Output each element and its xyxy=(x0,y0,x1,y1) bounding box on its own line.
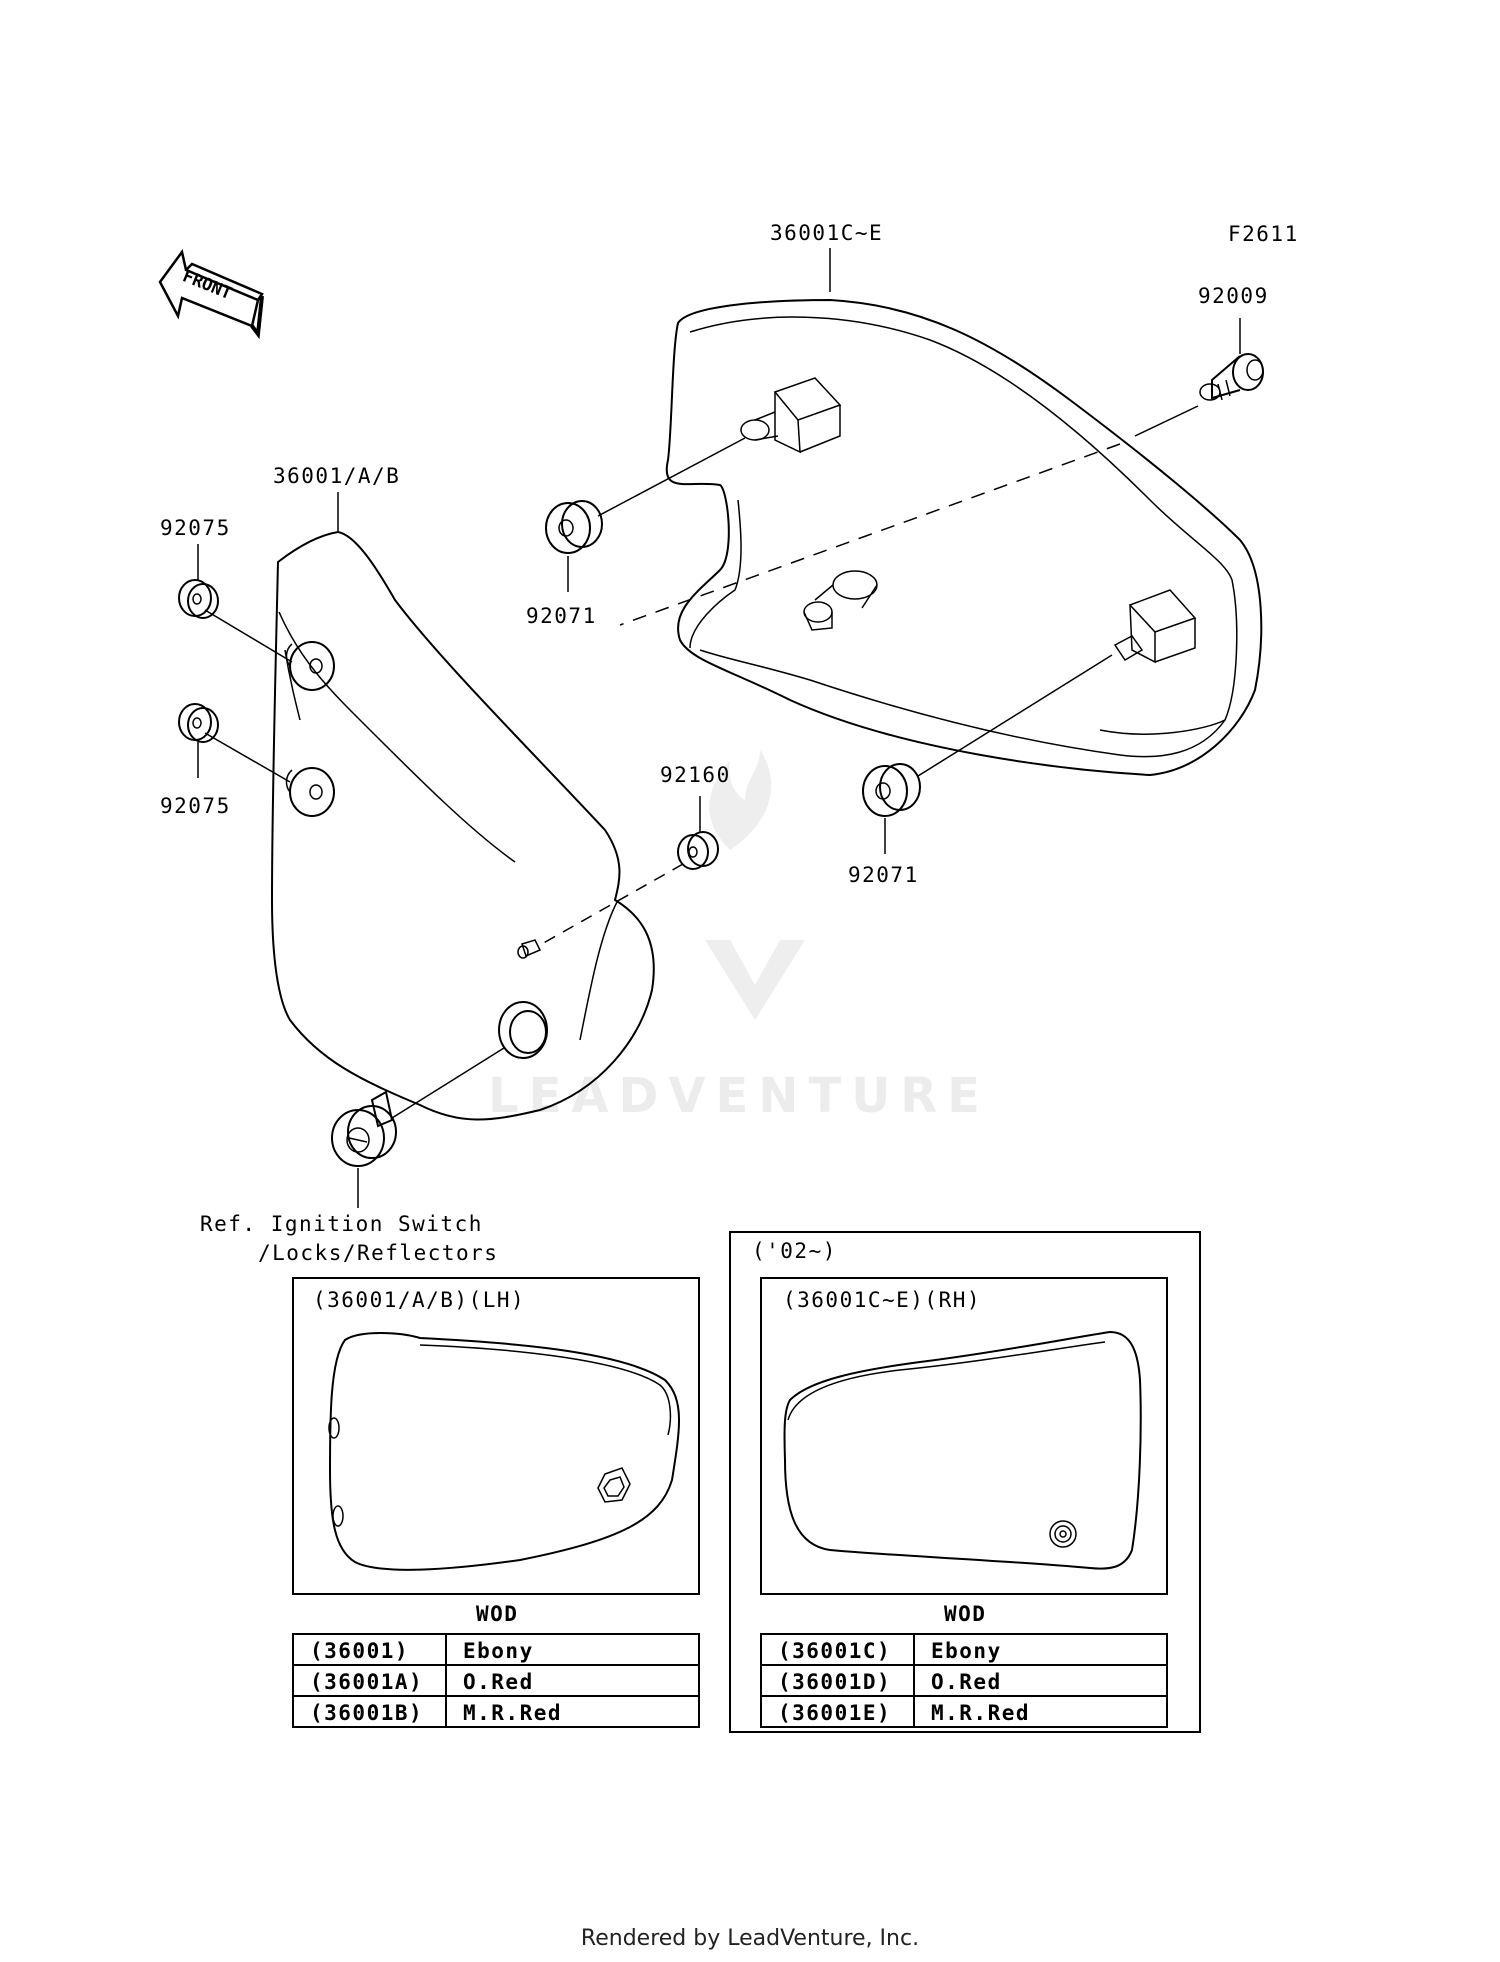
callout-92160: 92160 xyxy=(660,763,731,787)
rh-row-color: M.R.Red xyxy=(931,1701,1030,1725)
callout-92075-bottom: 92075 xyxy=(160,794,231,818)
rh-cover-outline xyxy=(783,1330,1142,1570)
bolt-92009 xyxy=(1199,353,1264,401)
lh-row-code: (36001A) xyxy=(310,1670,423,1694)
callout-92075-top: 92075 xyxy=(160,516,231,540)
lh-row-code: (36001B) xyxy=(310,1701,423,1725)
lh-view-box xyxy=(292,1277,700,1595)
grommet-92071-lower xyxy=(862,763,921,817)
leader-grommet-upper xyxy=(597,437,746,517)
grommet-92075-bottom xyxy=(178,703,219,743)
callout-92071-upper: 92071 xyxy=(526,604,597,628)
lh-row-code: (36001) xyxy=(310,1639,409,1663)
watermark-text: LEADVENTURE xyxy=(488,1068,990,1124)
rh-view-title: (36001C~E)(RH) xyxy=(783,1288,981,1312)
rh-row-color: Ebony xyxy=(931,1639,1002,1663)
lh-side-cover xyxy=(270,530,655,1121)
rh-wod-label: WOD xyxy=(944,1602,986,1626)
footer-credit: Rendered by LeadVenture, Inc. xyxy=(580,1926,920,1951)
callout-lh-cover: 36001/A/B xyxy=(273,464,400,488)
lh-row-color: M.R.Red xyxy=(463,1701,562,1725)
callout-rh-cover: 36001C~E xyxy=(770,221,883,245)
leader-lock xyxy=(391,1047,505,1119)
figure-code: F2611 xyxy=(1228,222,1299,246)
grommet-92071-upper xyxy=(545,500,603,554)
rh-row-code: (36001E) xyxy=(778,1701,891,1725)
leader-92075-top xyxy=(204,609,293,663)
lh-wod-label: WOD xyxy=(476,1602,518,1626)
ignition-lock-icon xyxy=(331,1090,397,1167)
lh-color-table: (36001) Ebony (36001A) O.Red (36001B) M.… xyxy=(292,1633,700,1728)
leader-92075-bottom xyxy=(204,732,291,783)
rh-view-box xyxy=(760,1277,1168,1595)
rh-row-code: (36001D) xyxy=(778,1670,891,1694)
rh-side-cover xyxy=(665,298,1263,777)
front-arrow-icon: FRONT xyxy=(158,249,264,340)
lh-view-title: (36001/A/B)(LH) xyxy=(313,1288,525,1312)
lh-row-color: Ebony xyxy=(463,1639,534,1663)
leader-92160-dashed xyxy=(539,863,684,946)
year-note: ('02~) xyxy=(752,1239,837,1263)
rh-color-table: (36001C) Ebony (36001D) O.Red (36001E) M… xyxy=(760,1633,1168,1728)
callout-92071-lower: 92071 xyxy=(848,863,919,887)
leader-bolt-dashed xyxy=(619,443,1121,626)
ref-note-line1: Ref. Ignition Switch xyxy=(200,1212,483,1236)
rh-row-code: (36001C) xyxy=(778,1639,891,1663)
grommet-92075-top xyxy=(178,579,219,619)
grommet-92160 xyxy=(677,831,719,870)
leader-bolt-a xyxy=(1134,405,1199,437)
lh-row-color: O.Red xyxy=(463,1670,534,1694)
rh-row-color: O.Red xyxy=(931,1670,1002,1694)
callout-bolt: 92009 xyxy=(1198,284,1269,308)
lh-cover-outline xyxy=(328,1332,680,1571)
leadventure-watermark: LEADVENTURE xyxy=(488,750,990,1124)
ref-note-line2: /Locks/Reflectors xyxy=(258,1241,498,1265)
leader-grommet-lower xyxy=(917,654,1113,777)
year-frame xyxy=(729,1231,1201,1733)
